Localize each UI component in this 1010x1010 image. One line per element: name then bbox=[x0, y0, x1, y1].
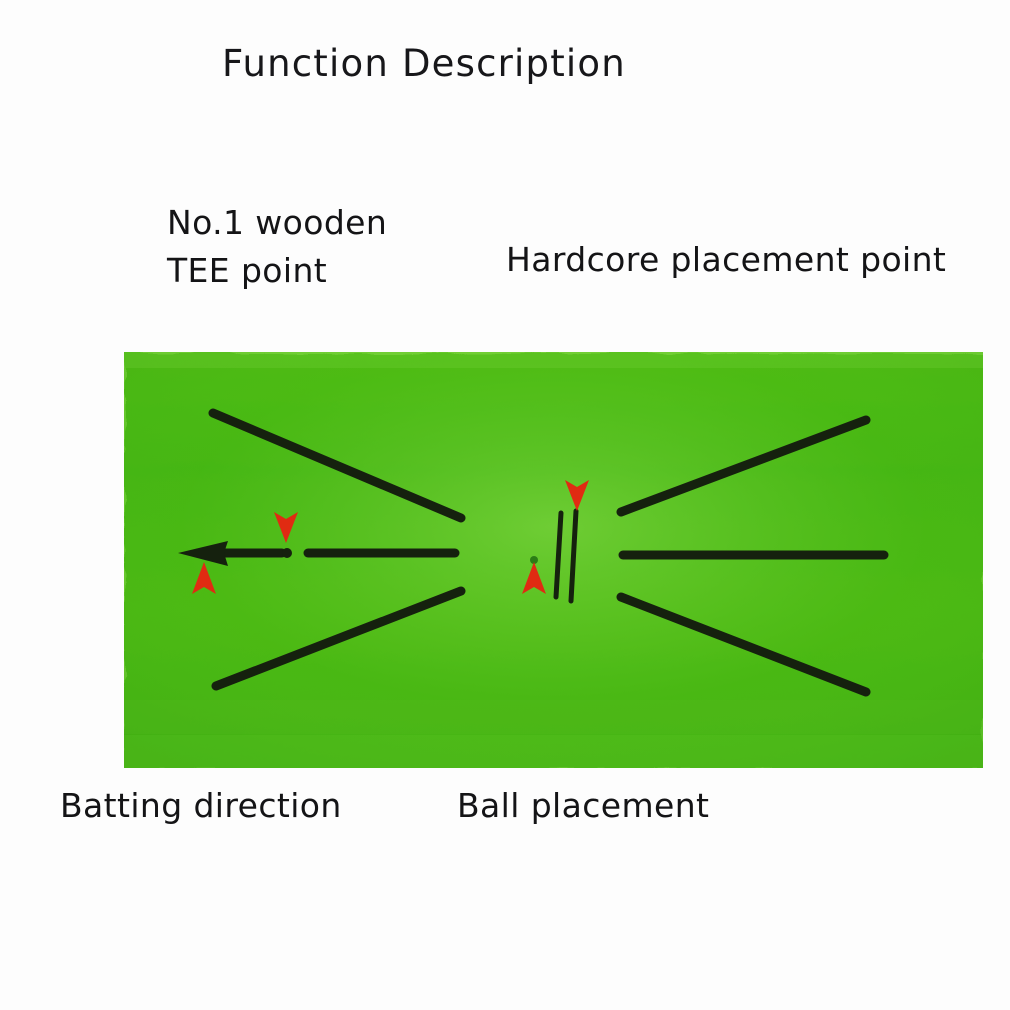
mark-ball-dot bbox=[530, 556, 538, 564]
mark-right-upper-diagonal bbox=[616, 415, 871, 517]
label-tee-line2: TEE point bbox=[167, 251, 328, 291]
label-hardcore-placement-point: Hardcore placement point bbox=[506, 240, 947, 279]
mark-left-upper-diagonal bbox=[208, 408, 466, 523]
label-batting-direction: Batting direction bbox=[60, 786, 342, 825]
mark-left-arrowhead bbox=[178, 541, 228, 566]
mark-center-vertical-right bbox=[568, 508, 579, 604]
label-no1-wooden-tee-point: No.1 wooden TEE point bbox=[167, 203, 387, 292]
label-ball-placement: Ball placement bbox=[457, 786, 710, 825]
mark-left-lower-diagonal bbox=[211, 586, 466, 691]
mark-right-lower-diagonal bbox=[616, 592, 871, 697]
mark-tee-dot bbox=[282, 548, 292, 558]
mark-center-vertical-left bbox=[553, 510, 564, 600]
label-tee-line1: No.1 wooden bbox=[167, 203, 388, 242]
page-title: Function Description bbox=[222, 42, 626, 85]
